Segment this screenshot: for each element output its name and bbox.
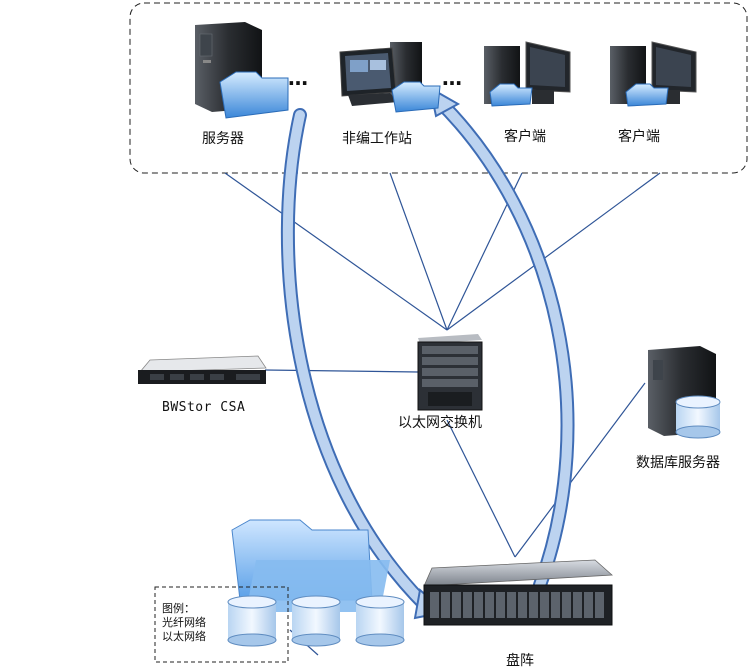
bwstor-label: BWStor CSA — [162, 400, 246, 415]
disk-array-label: 盘阵 — [506, 653, 534, 669]
storage-volumes — [227, 595, 405, 647]
storage-volume-2-icon — [291, 595, 341, 647]
client-1-label: 客户端 — [504, 129, 546, 145]
ethernet-switch-label: 以太网交换机 — [398, 415, 482, 431]
storage-volume-3-icon — [355, 595, 405, 647]
database-server-icon — [648, 346, 721, 439]
server-icon — [195, 22, 289, 119]
server-label: 服务器 — [202, 131, 244, 147]
client-1-icon — [484, 41, 571, 107]
client-2-label: 客户端 — [618, 129, 660, 145]
fiber-arrow-array-workstation-fill — [433, 95, 573, 590]
disk-array-icon — [423, 559, 613, 626]
storage-volume-1-icon — [227, 595, 277, 647]
workstation-ellipsis: … — [442, 66, 463, 90]
link-bwstor-switch — [264, 369, 419, 373]
client-group-box — [129, 2, 748, 174]
legend-fiber: 光纤网络 — [162, 616, 206, 629]
server-ellipsis: … — [288, 66, 309, 90]
legend-box — [154, 586, 289, 663]
legend-title: 图例： — [162, 602, 195, 615]
link-switch-array — [446, 419, 516, 558]
link-client2-switch — [446, 172, 661, 331]
legend-ethernet: 以太网络 — [162, 630, 206, 643]
bwstor-appliance-icon — [138, 355, 267, 384]
link-server-switch — [224, 172, 448, 331]
ethernet-switch-icon — [417, 334, 483, 411]
fiber-arrow-server-array-fill — [282, 110, 430, 610]
link-db-array — [514, 382, 646, 558]
client-2-icon — [610, 41, 697, 107]
link-workstation-switch — [389, 172, 448, 331]
ethernet-links — [224, 172, 661, 656]
storage-folder-icon — [231, 519, 390, 612]
editing-workstation-icon — [339, 42, 441, 113]
editing-workstation-label: 非编工作站 — [342, 131, 412, 147]
database-server-label: 数据库服务器 — [636, 455, 720, 471]
